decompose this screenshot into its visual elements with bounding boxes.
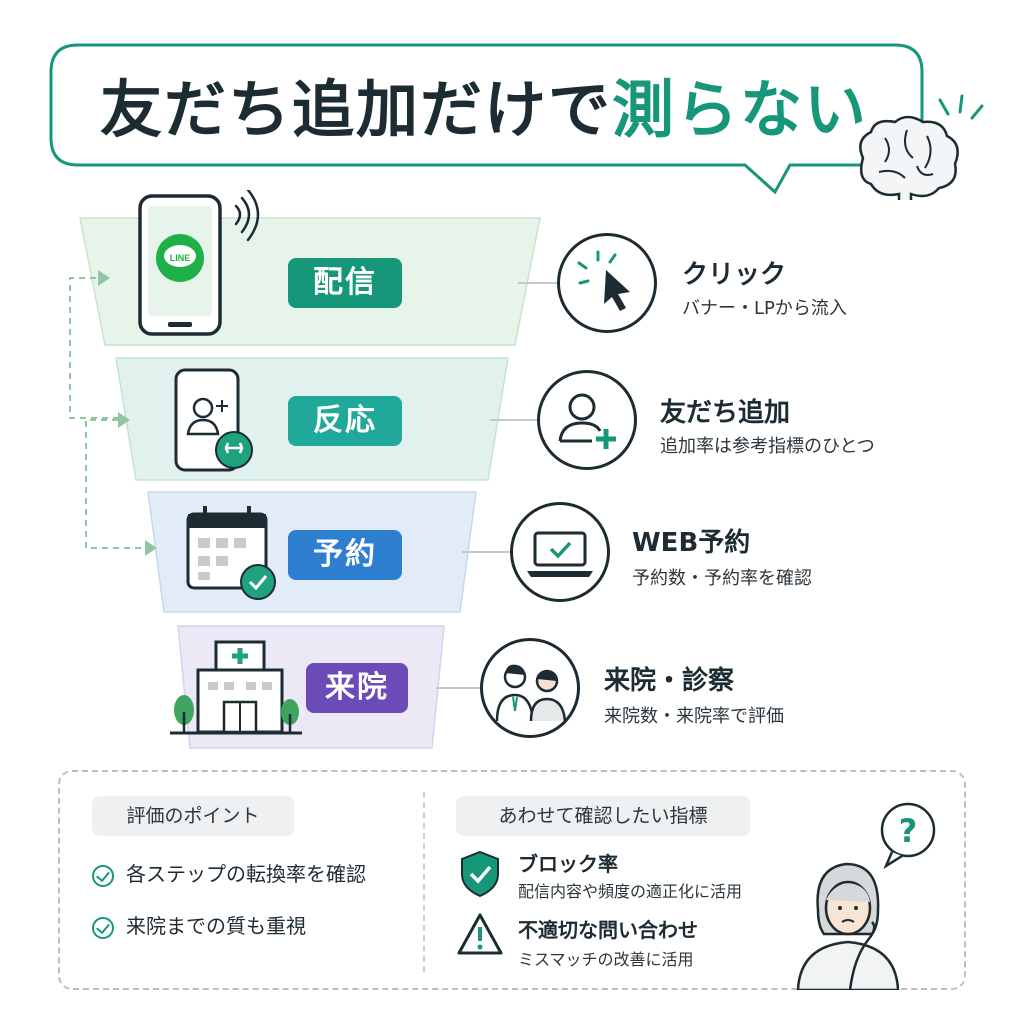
point-item: 来院までの質も重視	[92, 910, 306, 939]
points-heading: 評価のポイント	[92, 796, 294, 836]
stage-tag-reservation: 予約	[288, 530, 402, 580]
metric-desc-inappropriate-inquiry: ミスマッチの改善に活用	[518, 950, 694, 969]
check-icon	[92, 916, 114, 939]
question-mark: ?	[899, 812, 918, 850]
point-item: 各ステップの転換率を確認	[92, 858, 366, 887]
step-title-friend-add: 友だち追加	[660, 398, 791, 428]
step-title-click: クリック	[682, 260, 787, 290]
check-icon	[92, 864, 114, 887]
hospital-icon	[170, 640, 302, 735]
user-add-icon	[537, 370, 637, 470]
line-badge: LINE	[170, 253, 191, 263]
cursor-click-icon	[557, 233, 657, 333]
step-title-visit: 来院・診察	[604, 666, 735, 696]
doctor-patient-icon	[480, 638, 580, 738]
stage-tag-reaction: 反応	[288, 396, 402, 446]
evaluation-panel: 評価のポイント 各ステップの転換率を確認 来院までの質も重視 あわせて確認したい…	[58, 770, 966, 990]
step-title-web-reservation: WEB予約	[632, 528, 751, 558]
step-desc-visit: 来院数・来院率で評価	[604, 706, 784, 727]
title-main: 友だち追加だけで	[100, 73, 613, 146]
line-phone-icon: LINE	[138, 190, 260, 336]
warning-icon	[457, 913, 503, 955]
phone-add-user-icon	[174, 368, 253, 472]
stage-tag-delivery: 配信	[288, 258, 402, 308]
point-text: 来院までの質も重視	[126, 914, 306, 938]
metric-desc-block-rate: 配信内容や頻度の適正化に活用	[518, 882, 743, 901]
page-title: 友だち追加だけで測らない	[100, 70, 880, 150]
metric-title-block-rate: ブロック率	[518, 852, 618, 876]
title-bubble	[49, 43, 984, 200]
thinking-woman-icon: ?	[796, 802, 936, 990]
step-desc-click: バナー・LPから流入	[682, 298, 847, 319]
panel-divider	[423, 792, 425, 972]
step-desc-friend-add: 追加率は参考指標のひとつ	[660, 436, 875, 457]
step-desc-web-reservation: 予約数・予約率を確認	[632, 568, 812, 589]
brain-icon	[859, 115, 959, 200]
point-text: 各ステップの転換率を確認	[126, 862, 366, 886]
metrics-heading: あわせて確認したい指標	[456, 796, 750, 836]
shield-check-icon	[461, 850, 499, 898]
calendar-check-icon	[186, 506, 276, 600]
stage-tag-visit: 来院	[306, 663, 408, 713]
spark-lines-icon	[938, 94, 984, 120]
laptop-check-icon	[510, 502, 610, 602]
title-accent: 測らない	[612, 73, 869, 146]
metric-title-inappropriate-inquiry: 不適切な問い合わせ	[518, 918, 698, 942]
